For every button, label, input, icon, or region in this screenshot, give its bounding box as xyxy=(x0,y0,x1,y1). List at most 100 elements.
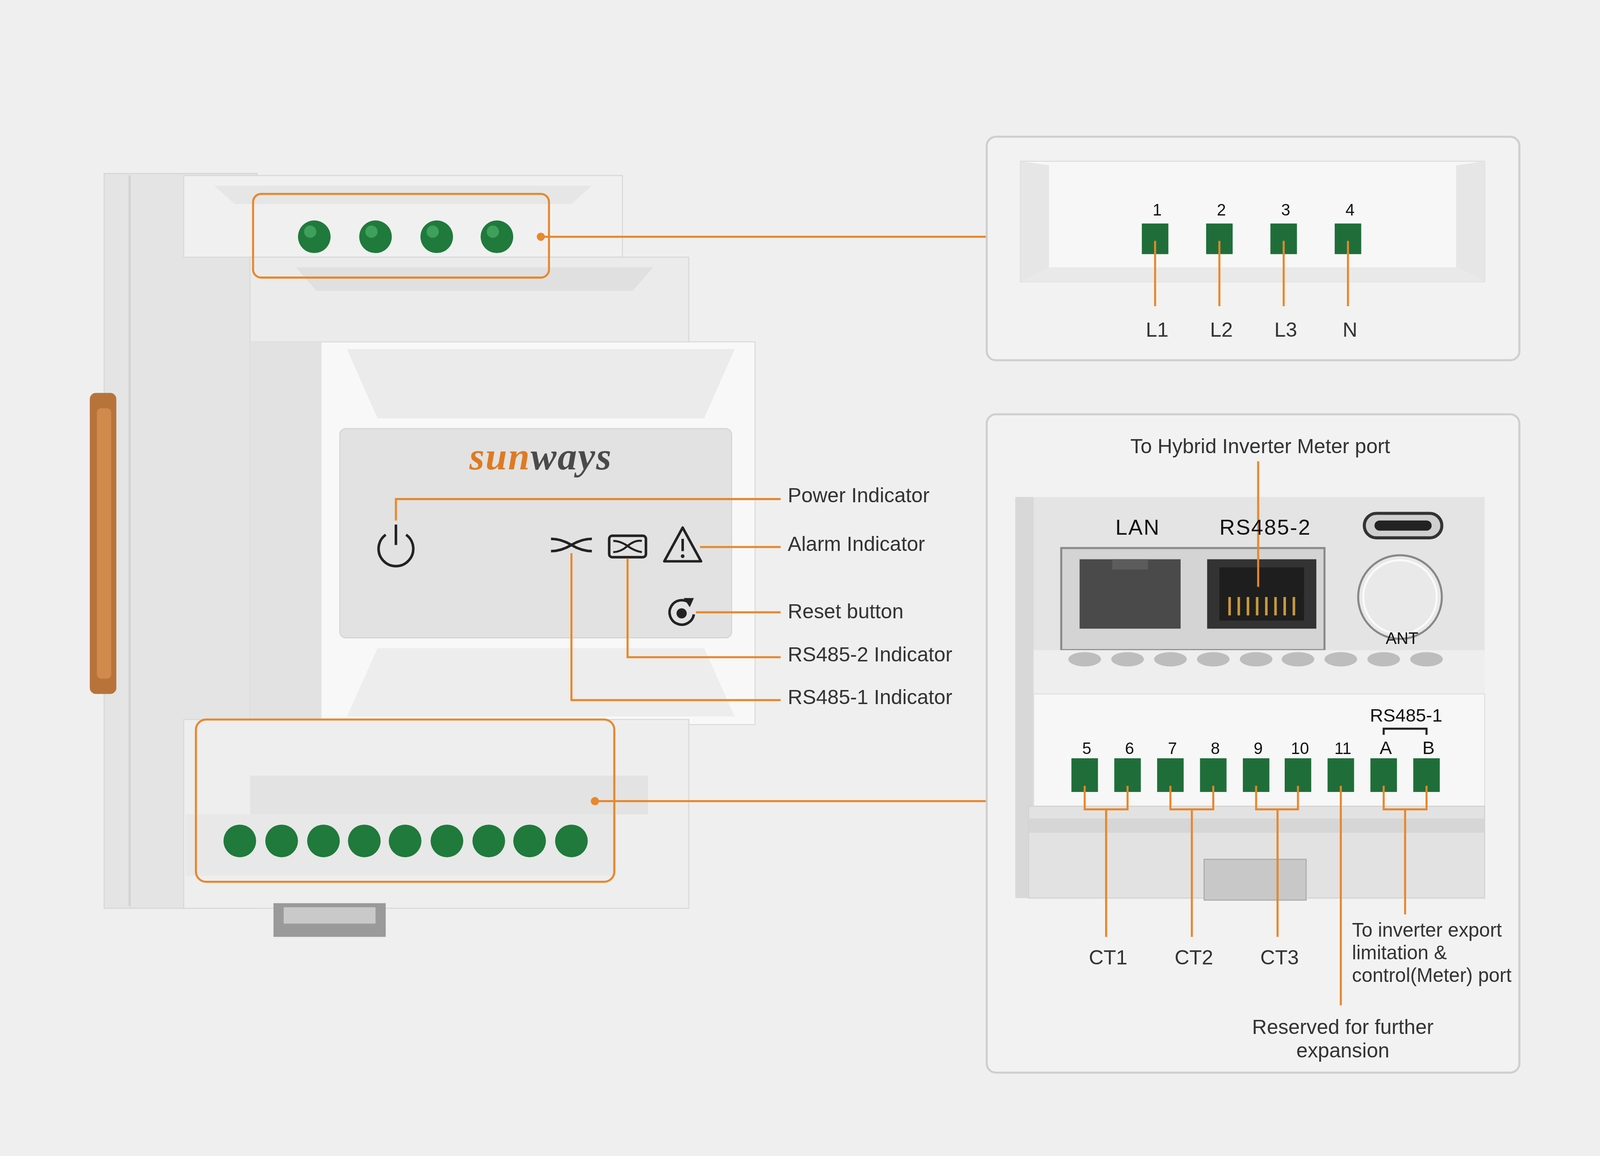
pair-leader xyxy=(1383,785,1427,810)
vent xyxy=(1239,651,1273,667)
strip-bevel xyxy=(1456,161,1485,282)
terminal xyxy=(388,824,422,858)
pin-number: 7 xyxy=(1167,739,1177,759)
highlight-box xyxy=(253,193,550,278)
strip-bevel xyxy=(1020,267,1485,282)
antenna-port xyxy=(1358,555,1442,639)
pin xyxy=(1246,596,1250,616)
pin-leader xyxy=(1282,240,1285,306)
ct-name: CT3 xyxy=(1260,945,1299,970)
leader-line xyxy=(594,800,1041,803)
terminal xyxy=(555,824,588,858)
rs485-icon xyxy=(550,538,592,552)
pin-number: 2 xyxy=(1216,200,1226,220)
terminal xyxy=(265,824,299,858)
reset-icon xyxy=(683,597,694,608)
terminal-group xyxy=(297,220,514,254)
pair-leader xyxy=(1256,785,1298,810)
callout-label: Power Indicator xyxy=(787,483,930,508)
terminal-strip xyxy=(185,814,617,876)
pin-name: L1 xyxy=(1145,318,1169,342)
bottom-clip xyxy=(1204,859,1307,901)
panel-fill xyxy=(986,136,1520,361)
pair-leader xyxy=(1190,809,1193,937)
vent-row xyxy=(1068,651,1443,667)
front-face xyxy=(250,341,756,725)
ct-name: CT1 xyxy=(1088,945,1128,970)
terminal xyxy=(307,824,341,858)
terminal xyxy=(348,824,382,858)
power-icon xyxy=(394,524,398,545)
pair-leader xyxy=(1404,809,1407,915)
upper-block xyxy=(183,175,623,257)
callout-label: Alarm Indicator xyxy=(787,532,926,556)
front-chevron xyxy=(346,349,735,419)
port-bezel xyxy=(1061,547,1325,650)
pin xyxy=(1283,596,1286,616)
lan-jack xyxy=(1079,559,1181,629)
highlight-box xyxy=(195,719,615,882)
callout-label: RS485-2 Indicator xyxy=(787,642,953,667)
port-name: RS485-2 xyxy=(1219,515,1312,541)
detail-panel: To Hybrid Inverter Meter portLANRS485-2A… xyxy=(985,413,1521,1074)
vent xyxy=(1154,651,1187,667)
rs485-jack-inner xyxy=(1219,567,1305,621)
usb-c-port xyxy=(1364,513,1443,538)
terminal xyxy=(430,824,464,858)
port-note: To inverter export limitation & control(… xyxy=(1352,919,1522,987)
alarm-icon xyxy=(664,527,702,562)
pair-bracket xyxy=(1383,728,1427,735)
terminal-shine xyxy=(426,225,440,239)
pin-leader xyxy=(1154,240,1157,306)
pin-name: B xyxy=(1422,737,1435,759)
strip-bevel xyxy=(1020,161,1050,282)
vent xyxy=(1196,651,1230,667)
terminal-group xyxy=(1141,223,1362,255)
pair-leader xyxy=(1170,785,1214,810)
leader-line xyxy=(541,235,1042,238)
terminal xyxy=(223,824,257,858)
pin-name: A xyxy=(1379,737,1392,759)
terminal-shine xyxy=(486,225,500,239)
terminal xyxy=(420,220,454,254)
callout-line xyxy=(627,558,781,658)
pair-leader xyxy=(1084,785,1128,810)
bottom-clip-face xyxy=(283,907,376,924)
pin xyxy=(1237,596,1240,616)
din-clip-face xyxy=(96,408,111,679)
pin-number: 5 xyxy=(1082,739,1091,759)
pair-leader xyxy=(1276,809,1279,937)
pin-leader xyxy=(1218,240,1221,306)
pin-number: 11 xyxy=(1334,739,1352,759)
terminal-group xyxy=(223,824,588,858)
port-name: LAN xyxy=(1115,515,1161,541)
ct-name: CT2 xyxy=(1174,945,1214,970)
terminal-shine xyxy=(365,225,378,239)
vent xyxy=(1068,651,1102,667)
front-side xyxy=(250,341,322,725)
housing-top xyxy=(1015,497,1485,656)
pin-name: L2 xyxy=(1210,318,1233,342)
pin-name: N xyxy=(1342,318,1358,342)
pin-leader xyxy=(1346,240,1350,306)
callout-line xyxy=(695,611,781,614)
pin-note: Reserved for further expansion xyxy=(1235,1015,1450,1063)
leader-dot xyxy=(590,797,600,806)
rs485-2-icon xyxy=(609,535,646,558)
pin xyxy=(1265,596,1268,616)
pin-number: 9 xyxy=(1253,739,1263,759)
callout-line xyxy=(700,545,781,548)
vent xyxy=(1410,651,1443,667)
alarm-icon xyxy=(681,538,684,552)
terminal xyxy=(513,824,547,858)
body-edge xyxy=(128,175,131,906)
pair-leader xyxy=(1105,809,1108,937)
vent xyxy=(1367,651,1401,667)
terminal xyxy=(297,220,331,254)
reset-icon xyxy=(676,608,687,619)
housing-ridge xyxy=(1028,818,1485,833)
detail-panel: 1234L1L2L3N xyxy=(985,135,1521,362)
lan-jack-notch xyxy=(1112,559,1149,570)
pin-number: 6 xyxy=(1125,739,1135,759)
